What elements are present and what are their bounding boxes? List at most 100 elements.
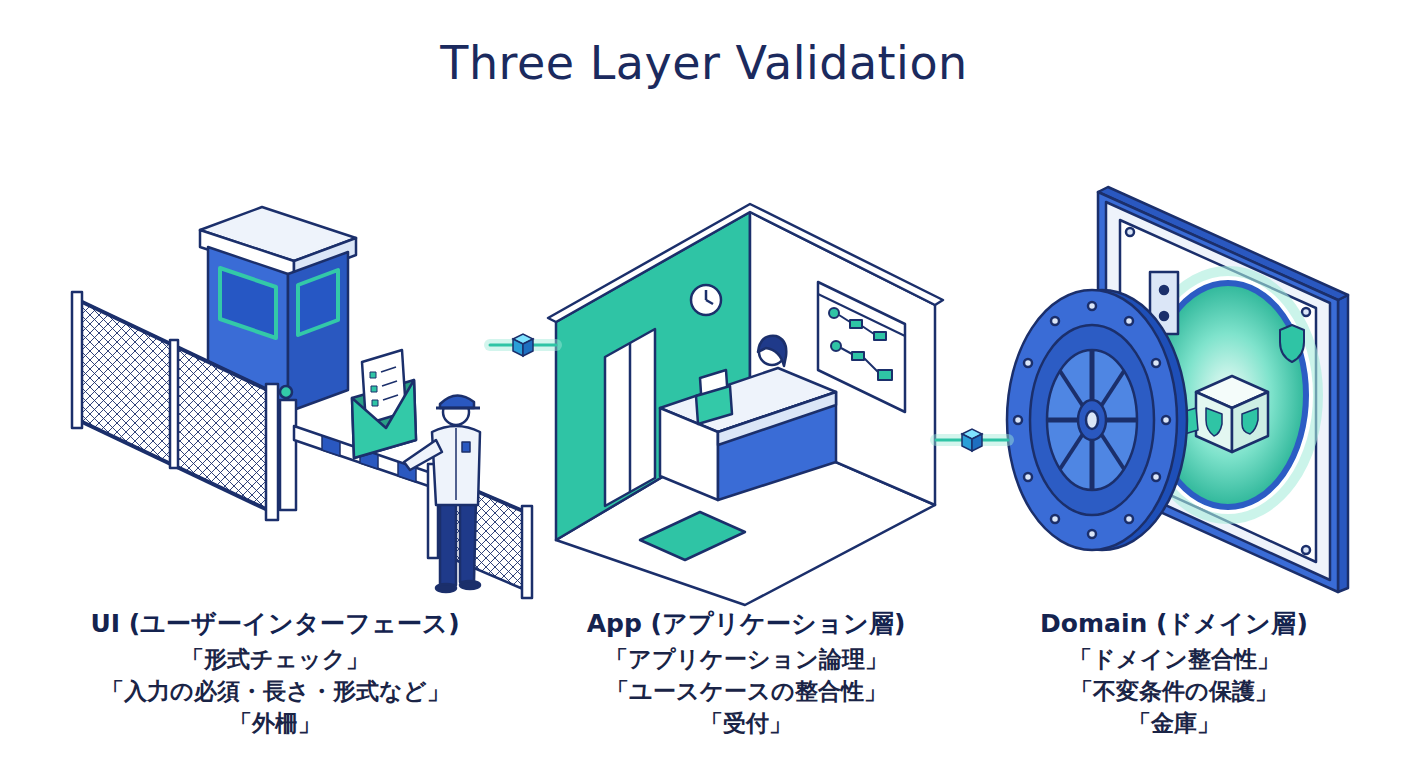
guard-booth bbox=[220, 268, 276, 338]
data-cube bbox=[962, 434, 972, 451]
layer-note: 「アプリケーション論理」 bbox=[605, 643, 888, 675]
guard-booth bbox=[298, 270, 338, 335]
flow-whiteboard bbox=[864, 358, 878, 372]
protected-cube bbox=[1196, 392, 1232, 452]
security-guard bbox=[432, 426, 480, 505]
data-cube bbox=[972, 434, 982, 451]
layer-note: 「入力の必須・長さ・形式など」 bbox=[101, 675, 450, 707]
envelope bbox=[371, 386, 377, 392]
flow-whiteboard bbox=[862, 326, 874, 334]
vault-door bbox=[1088, 530, 1096, 538]
reception-desk bbox=[718, 392, 836, 445]
envelope bbox=[352, 380, 416, 458]
security-guard bbox=[404, 440, 442, 470]
perimeter-fence bbox=[78, 300, 272, 512]
flow-whiteboard bbox=[839, 315, 850, 322]
receptionist bbox=[758, 336, 786, 366]
perimeter-fence bbox=[170, 340, 178, 468]
flow-whiteboard bbox=[841, 348, 852, 354]
protected-cube bbox=[1176, 376, 1268, 452]
reception-room bbox=[705, 290, 708, 300]
vault-door bbox=[1078, 400, 1106, 440]
reception-room bbox=[640, 512, 745, 560]
perimeter-fence bbox=[72, 292, 292, 520]
vault-door bbox=[1007, 272, 1187, 550]
perimeter-fence bbox=[522, 506, 532, 598]
vault-frame bbox=[1302, 546, 1310, 554]
security-guard bbox=[462, 442, 470, 452]
envelope bbox=[382, 381, 397, 386]
layer-note: 「ユースケースの整合性」 bbox=[606, 675, 887, 707]
vault-door bbox=[1007, 290, 1177, 550]
layer-note: 「不変条件の保護」 bbox=[1070, 675, 1278, 707]
perimeter-fence bbox=[266, 384, 278, 520]
protected-cube bbox=[1242, 408, 1258, 434]
envelope bbox=[372, 400, 378, 406]
layer-note: 「ドメイン整合性」 bbox=[1069, 643, 1280, 675]
vault-door bbox=[1060, 371, 1124, 469]
vault-door bbox=[1051, 317, 1059, 325]
layer-column: App (アプリケーション層)「アプリケーション論理」「ユースケースの整合性」「… bbox=[556, 180, 936, 745]
reception-desk bbox=[660, 368, 836, 500]
reception-room bbox=[629, 343, 632, 492]
reception-room bbox=[691, 285, 721, 315]
vault-door bbox=[1125, 317, 1133, 325]
vault-door bbox=[1024, 359, 1032, 367]
vault-frame bbox=[1338, 295, 1348, 592]
reception-room bbox=[548, 204, 943, 605]
layer-heading: Domain (ドメイン層) bbox=[1040, 607, 1308, 641]
envelope bbox=[383, 395, 398, 400]
vault-door bbox=[1014, 416, 1022, 424]
security-guard bbox=[455, 428, 457, 500]
reception-room bbox=[706, 300, 713, 304]
vault-door bbox=[1125, 515, 1133, 523]
perimeter-fence bbox=[72, 292, 82, 428]
security-guard bbox=[460, 500, 476, 582]
envelope bbox=[381, 367, 396, 372]
vault-door bbox=[1160, 286, 1168, 294]
vault-door bbox=[1152, 359, 1160, 367]
vault-frame bbox=[1280, 325, 1304, 362]
vault-door bbox=[1051, 515, 1059, 523]
flow-whiteboard bbox=[831, 341, 841, 351]
envelope bbox=[370, 372, 376, 378]
flow-whiteboard bbox=[829, 308, 839, 318]
vault-frame bbox=[1302, 308, 1310, 316]
layer-heading: UI (ユーザーインターフェース) bbox=[90, 607, 459, 641]
protected-cube bbox=[1206, 408, 1222, 436]
layer-column: Domain (ドメイン層)「ドメイン整合性」「不変条件の保護」「金庫」 bbox=[1008, 180, 1340, 745]
barrier-gate bbox=[280, 400, 296, 510]
vault-door bbox=[1088, 302, 1096, 310]
glow-connector bbox=[490, 334, 556, 356]
flow-whiteboard bbox=[852, 352, 864, 360]
diagram-title: Three Layer Validation bbox=[0, 36, 1408, 90]
vault-door bbox=[1024, 473, 1032, 481]
layer-heading: App (アプリケーション層) bbox=[587, 607, 906, 641]
data-cube bbox=[513, 339, 523, 356]
perimeter-fence bbox=[280, 386, 292, 398]
flow-whiteboard bbox=[878, 370, 892, 380]
vault-door bbox=[1152, 473, 1160, 481]
vault-door bbox=[1162, 416, 1170, 424]
protected-cube bbox=[1232, 392, 1268, 452]
glow-connector bbox=[936, 429, 1008, 451]
envelope bbox=[352, 350, 416, 458]
vault-frame bbox=[1126, 228, 1134, 236]
layer-note: 「外柵」 bbox=[229, 707, 321, 739]
data-cube bbox=[523, 339, 533, 356]
guard-booth bbox=[288, 252, 348, 412]
flow-whiteboard bbox=[818, 294, 905, 336]
security-guard bbox=[460, 581, 480, 589]
flow-whiteboard bbox=[874, 332, 886, 340]
barrier-gate bbox=[322, 436, 340, 456]
vault-door bbox=[1086, 411, 1098, 429]
reception-room bbox=[605, 329, 655, 506]
reception-desk bbox=[718, 392, 836, 500]
layer-note: 「形式チェック」 bbox=[181, 643, 369, 675]
reception-desk bbox=[696, 386, 732, 424]
security-guard bbox=[440, 500, 456, 585]
layer-note: 「金庫」 bbox=[1128, 707, 1220, 739]
security-guard bbox=[440, 395, 474, 408]
security-guard bbox=[436, 584, 456, 592]
